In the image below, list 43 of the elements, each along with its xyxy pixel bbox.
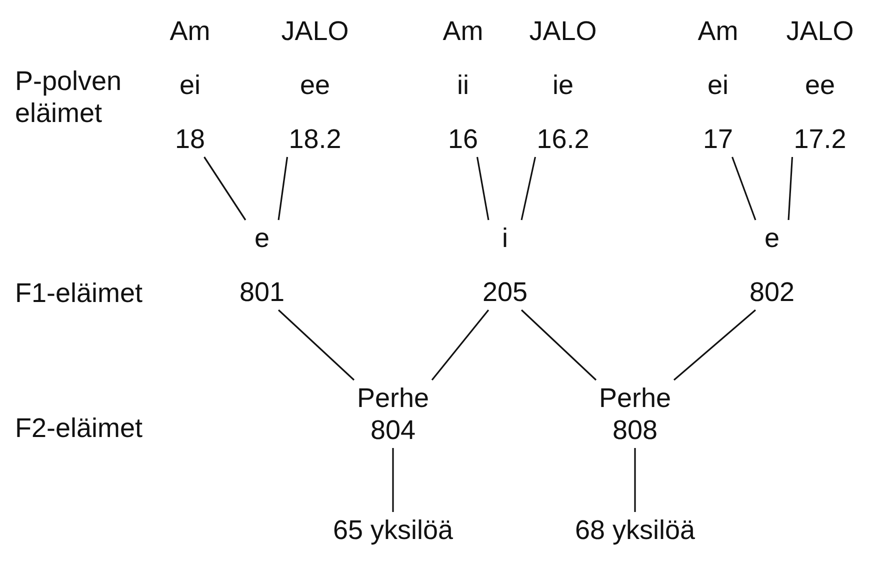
connector-line (520, 309, 597, 381)
row-label: F1-eläimet (15, 277, 144, 309)
node-text: 801 (239, 276, 285, 308)
node-text: 18 (174, 123, 206, 155)
node-text: i (502, 222, 508, 254)
node-text: Perhe 804 (356, 382, 430, 446)
connector-line (634, 448, 636, 512)
node-text: 802 (749, 276, 795, 308)
row-label: P-polven eläimet (15, 65, 123, 129)
node-text: Am (170, 15, 210, 47)
node-text: 17.2 (794, 123, 846, 155)
node-text: Perhe 808 (598, 382, 672, 446)
node-text: e (764, 222, 780, 254)
node-text: JALO (786, 15, 854, 47)
node-text: ie (552, 69, 574, 101)
connector-line (520, 156, 536, 220)
node-text: 16 (448, 123, 478, 155)
node-text: ei (707, 69, 728, 101)
node-text: e (254, 222, 270, 254)
connector-line (732, 156, 756, 220)
node-text: 205 (482, 276, 528, 308)
node-text: ei (179, 69, 200, 101)
node-text: ii (457, 69, 469, 101)
connector-line (204, 156, 246, 220)
node-text: 16.2 (536, 123, 590, 155)
connector-line (278, 156, 288, 220)
node-text: 17 (702, 123, 734, 155)
node-text: 18.2 (288, 123, 342, 155)
row-label: F2-eläimet (15, 412, 144, 444)
node-text: ee (300, 69, 330, 101)
node-text: ee (804, 69, 836, 101)
connector-line (788, 156, 794, 220)
connector-line (476, 156, 490, 220)
node-text: JALO (529, 15, 597, 47)
node-text: Am (698, 15, 738, 47)
connector-line (673, 309, 756, 381)
node-text: 65 yksilöä (332, 514, 454, 546)
node-text: 68 yksilöä (574, 514, 696, 546)
connector-line (278, 309, 355, 381)
connector-line (392, 448, 394, 512)
node-text: JALO (281, 15, 349, 47)
node-text: Am (442, 15, 484, 47)
connector-line (431, 310, 490, 380)
